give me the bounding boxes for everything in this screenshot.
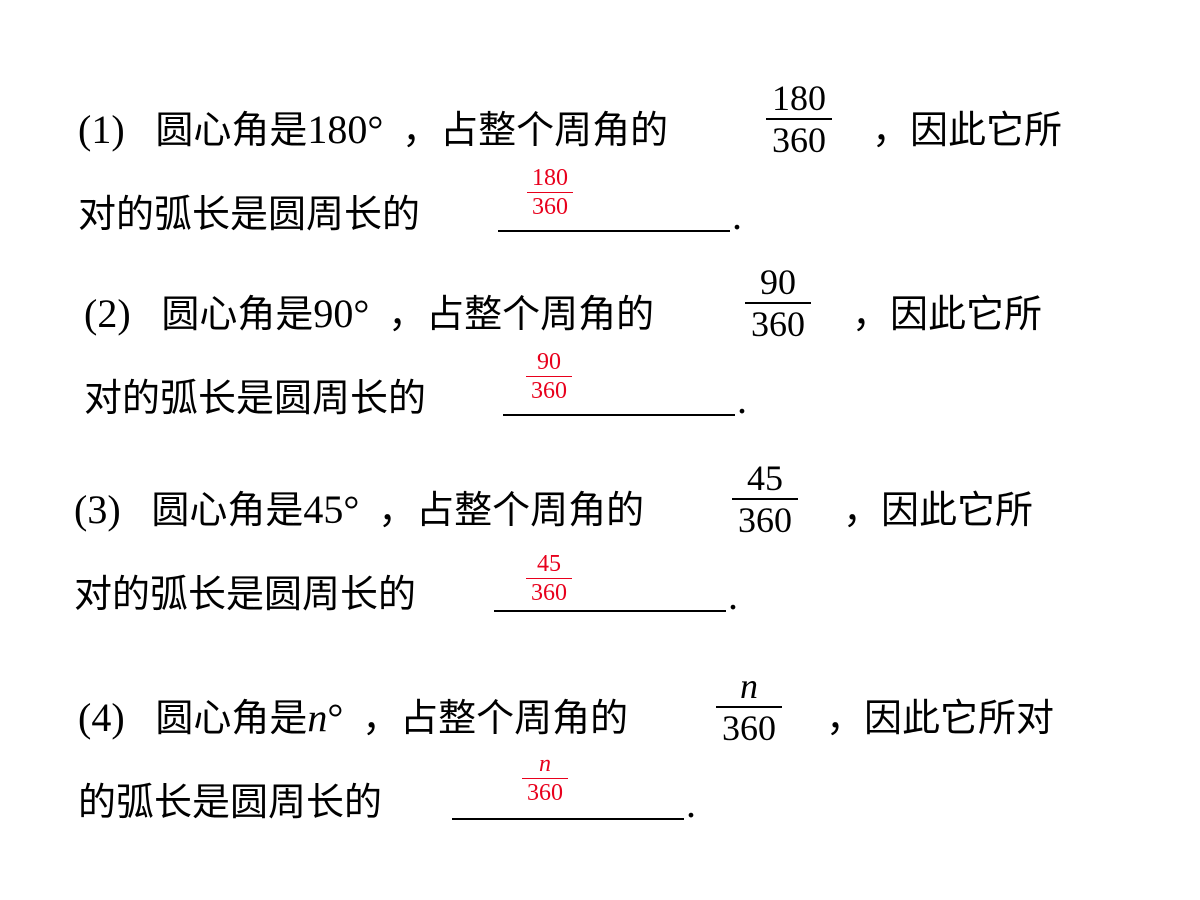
fraction-denominator: 360 bbox=[772, 120, 826, 160]
answer-numerator: 180 bbox=[532, 165, 568, 191]
item-4-fraction: n 360 bbox=[716, 668, 782, 746]
answer-numerator: 90 bbox=[537, 349, 561, 375]
item-2-line-2: 对的弧长是圆周长的 bbox=[84, 378, 426, 418]
fraction-numerator: n bbox=[740, 666, 758, 706]
item-2-answer: 90 360 bbox=[526, 350, 572, 403]
angle-value: n bbox=[307, 695, 328, 740]
item-1-fraction: 180 360 bbox=[766, 80, 832, 158]
item-text: 圆心角是 bbox=[155, 696, 308, 740]
item-2-line-1: (2) 圆心角是90° ，占整个周角的 bbox=[84, 291, 655, 336]
fraction-numerator: 180 bbox=[772, 78, 826, 118]
fraction-numerator: 90 bbox=[760, 262, 796, 302]
item-2-line-1-end: ，因此它所 bbox=[852, 294, 1042, 334]
fraction-bar bbox=[766, 118, 832, 120]
item-text: ，因此它所 bbox=[852, 292, 1043, 336]
answer-denominator: 360 bbox=[532, 194, 568, 220]
angle-value: 45 bbox=[303, 487, 344, 532]
fraction-numerator: 45 bbox=[747, 458, 783, 498]
fraction-bar bbox=[745, 302, 811, 304]
fraction-bar bbox=[732, 498, 798, 500]
fraction-bar bbox=[526, 376, 572, 377]
answer-denominator: 360 bbox=[531, 580, 567, 606]
item-label: (4) bbox=[78, 695, 125, 740]
item-4-line-1: (4) 圆心角是n° ，占整个周角的 bbox=[78, 695, 629, 740]
fraction-bar bbox=[522, 778, 568, 779]
item-4-line-2: 的弧长是圆周长的 bbox=[78, 782, 382, 822]
item-4-answer: n 360 bbox=[522, 752, 568, 805]
item-text: ，因此它所 bbox=[843, 488, 1034, 532]
period: . bbox=[732, 193, 742, 238]
degree-symbol: ° bbox=[367, 107, 384, 152]
item-text: ，因此它所 bbox=[872, 108, 1063, 152]
degree-symbol: ° bbox=[353, 291, 370, 336]
answer-numerator: n bbox=[539, 751, 551, 777]
item-3-fraction: 45 360 bbox=[732, 460, 798, 538]
item-text: 圆心角是 bbox=[151, 488, 304, 532]
item-1-line-1: (1) 圆心角是180° ，占整个周角的 bbox=[78, 107, 669, 152]
fraction-denominator: 360 bbox=[738, 500, 792, 540]
fraction-denominator: 360 bbox=[722, 708, 776, 748]
item-3-line-1: (3) 圆心角是45° ，占整个周角的 bbox=[74, 487, 645, 532]
item-1-line-2: 对的弧长是圆周长的 bbox=[78, 194, 420, 234]
item-3-answer: 45 360 bbox=[526, 552, 572, 605]
item-4-line-1-end: ，因此它所对 bbox=[826, 698, 1054, 738]
item-text: ，占整个周角的 bbox=[402, 108, 669, 152]
answer-denominator: 360 bbox=[527, 780, 563, 806]
degree-symbol: ° bbox=[327, 695, 344, 740]
answer-blank bbox=[503, 414, 735, 416]
answer-blank bbox=[452, 818, 684, 820]
item-1-line-1-end: ，因此它所 bbox=[872, 110, 1062, 150]
item-label: (1) bbox=[78, 107, 125, 152]
angle-value: 180 bbox=[307, 107, 368, 152]
item-text: 对的弧长是圆周长的 bbox=[78, 192, 421, 236]
item-3-line-1-end: ，因此它所 bbox=[843, 490, 1033, 530]
item-3-line-2: 对的弧长是圆周长的 bbox=[74, 574, 416, 614]
answer-blank bbox=[498, 230, 730, 232]
item-text: 对的弧长是圆周长的 bbox=[84, 376, 427, 420]
item-2-fraction: 90 360 bbox=[745, 264, 811, 342]
period: . bbox=[728, 573, 738, 618]
period: . bbox=[686, 781, 696, 826]
answer-denominator: 360 bbox=[531, 378, 567, 404]
item-text: ，占整个周角的 bbox=[388, 292, 655, 336]
fraction-denominator: 360 bbox=[751, 304, 805, 344]
item-text: ，占整个周角的 bbox=[362, 696, 629, 740]
item-text: 圆心角是 bbox=[161, 292, 314, 336]
period: . bbox=[737, 377, 747, 422]
degree-symbol: ° bbox=[343, 487, 360, 532]
item-label: (2) bbox=[84, 291, 131, 336]
answer-blank bbox=[494, 610, 726, 612]
answer-numerator: 45 bbox=[537, 551, 561, 577]
angle-value: 90 bbox=[313, 291, 354, 336]
item-text: ，占整个周角的 bbox=[378, 488, 645, 532]
item-text: 的弧长是圆周长的 bbox=[78, 780, 383, 824]
item-text: ，因此它所对 bbox=[826, 696, 1055, 740]
fraction-bar bbox=[527, 192, 573, 193]
item-text: 圆心角是 bbox=[155, 108, 308, 152]
fraction-bar bbox=[716, 706, 782, 708]
item-text: 对的弧长是圆周长的 bbox=[74, 572, 417, 616]
item-1-answer: 180 360 bbox=[527, 166, 573, 219]
item-label: (3) bbox=[74, 487, 121, 532]
fraction-bar bbox=[526, 578, 572, 579]
